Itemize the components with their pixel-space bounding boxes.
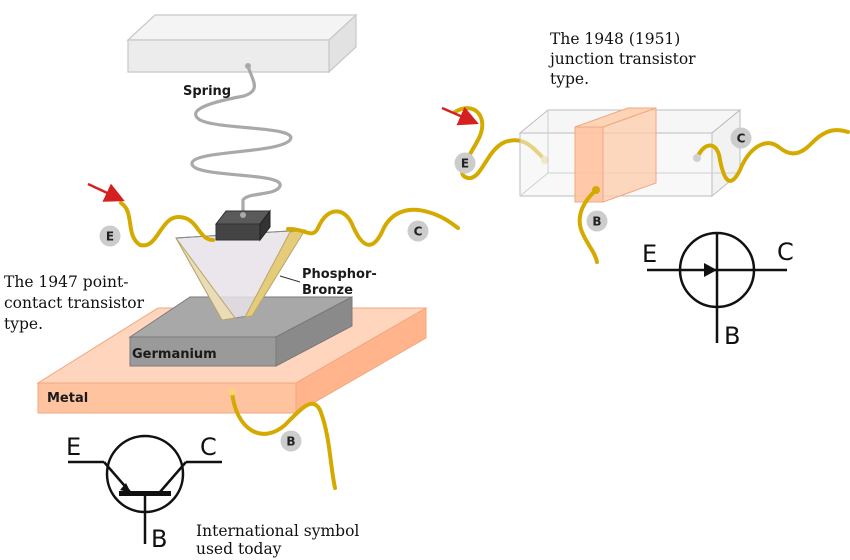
junction-symbol-base-label: B — [724, 322, 740, 350]
junction-block — [520, 108, 740, 202]
base-wire-end — [229, 389, 236, 396]
point-contact-caption-line-2: contact transistor — [4, 294, 145, 312]
base-badge-label: B — [286, 435, 295, 449]
point-contact-caption-line-1: The 1947 point- — [4, 273, 128, 291]
international-bjt-symbol: E C B International symbol used today — [66, 433, 359, 558]
junction-transistor: The 1948 (1951) junction transistor type… — [442, 30, 848, 350]
collector-badge-label: C — [414, 225, 423, 239]
junction-emitter-badge-label: E — [461, 157, 469, 171]
intl-caption-line-1: International symbol — [196, 522, 359, 540]
emitter-badge-label: E — [106, 230, 114, 244]
collector-wire — [288, 210, 458, 245]
junction-symbol-collector-label: C — [777, 238, 794, 266]
emitter-badge: E — [100, 226, 121, 247]
phosphor-label-line-2: Bronze — [302, 283, 353, 298]
intl-symbol-collector-label: C — [200, 433, 217, 461]
junction-collector-badge-label: C — [737, 132, 746, 146]
contact-block — [216, 211, 270, 240]
junction-symbol-emitter-label: E — [642, 240, 657, 268]
emitter-current-arrow — [88, 184, 118, 198]
junction-circuit-symbol: E C B — [642, 233, 794, 350]
point-contact-transistor: E C B Spring Phosphor- Bronze Germanium … — [4, 15, 458, 488]
junction-base-badge-label: B — [592, 215, 601, 229]
intl-symbol-base-label: B — [151, 525, 167, 553]
metal-label: Metal — [47, 391, 88, 406]
point-contact-caption-line-3: type. — [4, 315, 43, 333]
collector-badge: C — [408, 221, 429, 242]
junction-caption-line-3: type. — [550, 70, 589, 88]
spring-label: Spring — [183, 84, 231, 99]
germanium-label: Germanium — [132, 347, 217, 362]
junction-caption-line-1: The 1948 (1951) — [550, 30, 680, 48]
junction-caption-line-2: junction transistor — [548, 50, 696, 68]
base-badge: B — [281, 431, 302, 452]
phosphor-label-line-1: Phosphor- — [302, 267, 377, 282]
junction-emitter-badge: E — [455, 153, 476, 174]
intl-symbol-emitter-label: E — [66, 433, 81, 461]
junction-collector-badge: C — [731, 128, 752, 149]
spring-platform — [128, 15, 356, 72]
intl-caption-line-2: used today — [196, 540, 282, 558]
junction-base-badge: B — [587, 211, 608, 232]
